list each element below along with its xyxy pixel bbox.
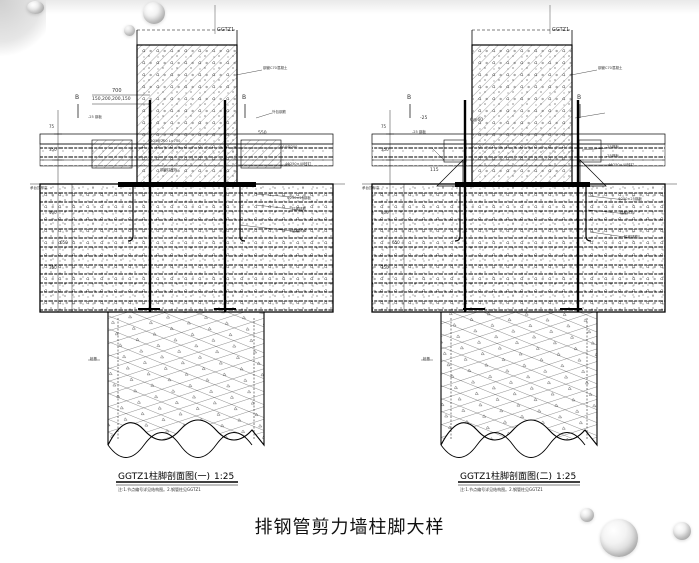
callout-label: -25 钢板 bbox=[88, 115, 102, 119]
dimension-label: 350 bbox=[381, 265, 389, 270]
section-two-drawing bbox=[362, 5, 677, 458]
dimension-label: 350 bbox=[49, 265, 57, 270]
callout-label: -25 钢板 bbox=[412, 130, 426, 134]
dimension-label: 115 bbox=[430, 168, 439, 173]
dimension-label: 6@60 bbox=[470, 118, 484, 123]
callout-label: 钢管柱底板 bbox=[160, 168, 178, 172]
frame-top-gradient bbox=[0, 0, 699, 14]
callout-label: 4Φ250×40栓钉 bbox=[608, 163, 635, 167]
page-title: 排钢管剪力墙柱脚大样 bbox=[254, 517, 445, 538]
callout-label: 4Φ25@200 L=710 bbox=[148, 139, 181, 143]
callout-label: 钢管C70混凝土 bbox=[598, 66, 623, 70]
section-title-text: GGTZ1柱脚剖面图(一) bbox=[118, 472, 211, 482]
section-mark: B bbox=[577, 94, 582, 101]
callout-label: 承台顶标高 bbox=[362, 186, 380, 190]
callout-label: 桩基 bbox=[90, 357, 97, 361]
callout-label: 4Φ250×40栓钉 bbox=[285, 162, 312, 166]
section-one-drawing bbox=[30, 5, 345, 458]
section-scale: 1:25 bbox=[556, 472, 577, 482]
bubble-decoration bbox=[580, 508, 594, 522]
bubble-decoration bbox=[600, 519, 638, 557]
section-scale: 1:25 bbox=[214, 472, 235, 482]
dimension-label: -25 bbox=[420, 116, 428, 121]
section-note: 注:1.节点编号详见结构图。2.钢管柱见GGTZ1 bbox=[460, 487, 543, 492]
bubble-decoration bbox=[673, 522, 691, 540]
bubble-decoration bbox=[124, 25, 135, 36]
callout-label: Φ250×25钢板 bbox=[618, 197, 642, 201]
callout-label: 柱底锚筋 bbox=[624, 235, 638, 239]
bubble-decoration bbox=[143, 2, 165, 24]
dimension-label: 650 bbox=[392, 240, 400, 245]
column-tag: GGTZ1 bbox=[552, 27, 570, 33]
callout-label: Φ250×25钢板 bbox=[287, 196, 311, 200]
section-title: GGTZ1柱脚剖面图(二)1:25 bbox=[460, 469, 576, 482]
callout-label: 外包钢筋 bbox=[272, 110, 286, 114]
dimension-label: 400 bbox=[381, 210, 389, 215]
section-mark: B bbox=[242, 94, 247, 101]
bubble-decoration bbox=[27, 1, 44, 14]
dimension-label: 75 bbox=[381, 124, 387, 129]
section-mark: B bbox=[407, 94, 412, 101]
section-note: 注:1.节点编号详见结构图。2.钢管柱见GGTZ1 bbox=[118, 487, 201, 492]
callout-label: -25钢板 bbox=[606, 154, 619, 158]
section-title-text: GGTZ1柱脚剖面图(二) bbox=[460, 472, 553, 482]
dimension-label: 350 bbox=[49, 147, 57, 152]
column-tag: GGTZ1 bbox=[217, 27, 235, 33]
section-mark: B bbox=[75, 94, 80, 101]
dimension-label: 650 bbox=[60, 240, 68, 245]
callout-label: 锚栓M30 bbox=[292, 229, 307, 233]
section-title: GGTZ1柱脚剖面图(一)1:25 bbox=[118, 469, 234, 482]
callout-label: 桩基 bbox=[423, 357, 430, 361]
callout-label: 锚栓M30 bbox=[620, 211, 635, 215]
callout-label: -25钢板 bbox=[606, 145, 619, 149]
dimension-label: 550 bbox=[258, 131, 267, 136]
dimension-label: 150,200,200,150 bbox=[92, 97, 131, 102]
callout-label: 钢管C70混凝土 bbox=[263, 66, 288, 70]
dimension-label: 350 bbox=[381, 147, 389, 152]
dimension-label: 700 bbox=[112, 88, 122, 94]
callout-label: 承台顶标高 bbox=[30, 186, 48, 190]
callout-label: 柱底锚筋 bbox=[292, 207, 306, 211]
callout-label: Φ10@200 bbox=[280, 145, 298, 149]
dimension-label: 400 bbox=[49, 210, 57, 215]
dimension-label: 75 bbox=[49, 124, 55, 129]
